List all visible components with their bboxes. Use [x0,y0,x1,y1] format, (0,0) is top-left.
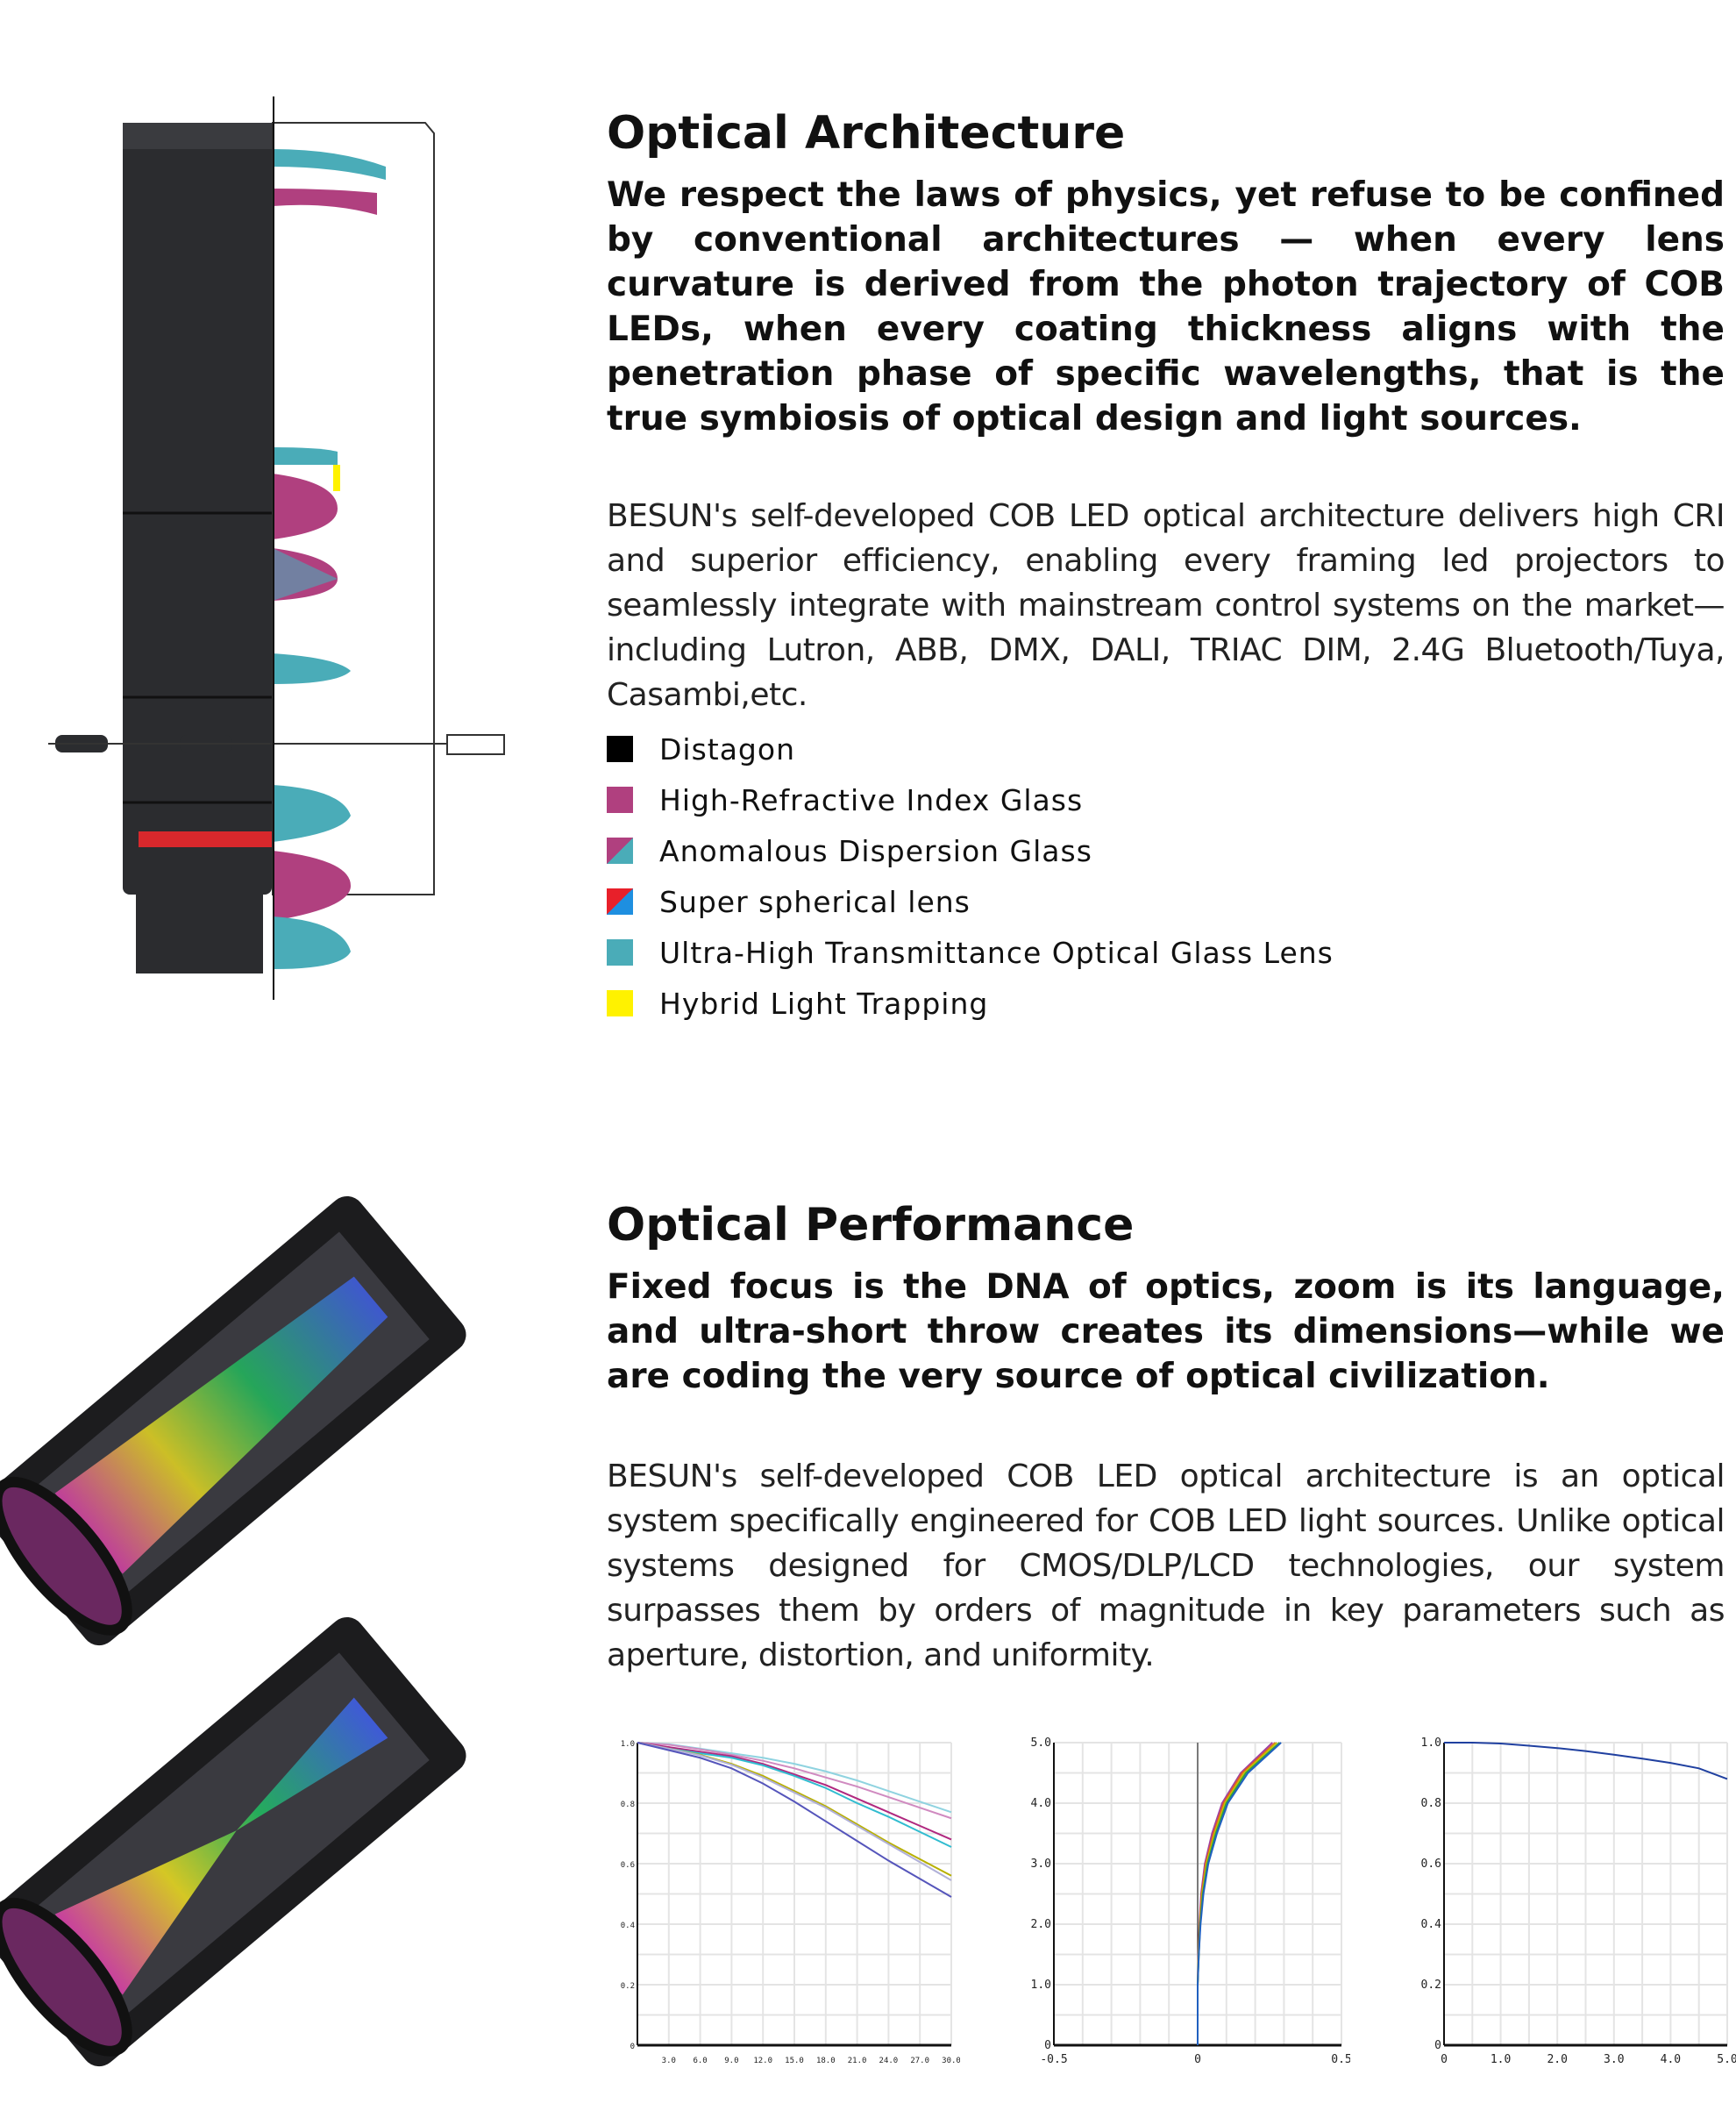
lens-cutaway-renders [0,1195,466,2067]
y-tick-label: 0.4 [1421,1918,1442,1931]
legend-label: Super spherical lens [659,884,971,919]
legend-label: Hybrid Light Trapping [659,986,989,1021]
legend-item: Ultra-High Transmittance Optical Glass L… [607,927,1334,978]
y-tick-label: 0.6 [1421,1858,1441,1871]
legend-label: High-Refractive Index Glass [659,782,1084,817]
series-line [637,1742,952,1848]
series-line [637,1742,952,1898]
x-tick-label: -0.5 [1040,2053,1067,2066]
performance-body: BESUN's self-developed COB LED optical a… [607,1458,1725,1673]
y-tick-label: 1.0 [1421,1736,1441,1750]
y-tick-label: 1.0 [621,1740,635,1749]
legend-item: Anomalous Dispersion Glass [607,825,1334,876]
relative-illumination-chart: 0 1.0 2.0 3.0 4.0 5.0 0 0.2 0.4 0.6 0.8 1.0 [1421,1736,1736,2066]
legend-item: Distagon [607,724,1334,774]
legend-swatch-icon [607,838,633,864]
series-line [1444,1742,1728,1780]
series-line [637,1742,952,1820]
x-tick-label: 3.0 [1604,2053,1624,2066]
y-tick-label: 5.0 [1031,1736,1051,1750]
legend-swatch-icon [607,990,633,1016]
x-tick-label: 1.0 [1491,2053,1511,2066]
legend-label: Distagon [659,731,795,767]
x-tick-label: 5.0 [1717,2053,1736,2066]
x-tick-label: 3.0 [662,2057,676,2065]
architecture-lead: We respect the laws of physics, yet refu… [607,175,1725,439]
y-tick-label: 2.0 [1031,1918,1051,1931]
y-tick-label: 1.0 [1031,1979,1051,1992]
x-tick-label: 4.0 [1661,2053,1681,2066]
y-tick-label: 0.8 [1421,1797,1441,1810]
y-tick-label: 0.6 [621,1861,635,1870]
legend-item: Super spherical lens [607,876,1334,927]
y-tick-label: 0.4 [621,1922,635,1930]
x-tick-label: 0.5 [1331,2053,1350,2066]
legend-swatch-icon [607,888,633,915]
x-tick-label: 15.0 [785,2057,804,2065]
legend-item: Hybrid Light Trapping [607,978,1334,1029]
legend-swatch-icon [607,736,633,762]
y-tick-label: 0.2 [1421,1979,1441,1992]
performance-lead: Fixed focus is the DNA of optics, zoom i… [607,1267,1725,1396]
x-tick-label: 30.0 [942,2057,960,2065]
x-tick-label: 27.0 [910,2057,929,2065]
y-tick-label: 3.0 [1031,1858,1051,1871]
legend-label: Ultra-High Transmittance Optical Glass L… [659,935,1334,970]
y-tick-label: 0 [630,2043,635,2051]
series-line [637,1742,952,1881]
x-tick-label: 18.0 [816,2057,836,2065]
legend-label: Anomalous Dispersion Glass [659,833,1092,868]
y-tick-label: 4.0 [1031,1797,1051,1810]
series-line [1197,1742,1282,2045]
x-tick-label: 12.0 [753,2057,772,2065]
x-tick-label: 0 [1441,2053,1448,2066]
x-tick-label: 6.0 [693,2057,707,2065]
y-tick-label: 0.8 [621,1801,635,1809]
x-tick-label: 21.0 [848,2057,867,2065]
performance-title: Optical Performance [607,1199,1135,1252]
architecture-body: BESUN's self-developed COB LED optical a… [607,498,1725,713]
y-tick-label: 0.2 [621,1982,635,1991]
y-tick-label: 0 [1434,2039,1441,2052]
series-line [637,1742,952,1841]
legend-swatch-icon [607,787,633,813]
mtf-chart: 3.0 6.0 9.0 12.0 15.0 18.0 21.0 24.0 27.0 30.0 0 0.… [621,1740,960,2065]
architecture-title: Optical Architecture [607,107,1126,160]
x-tick-label: 2.0 [1547,2053,1567,2066]
y-tick-label: 0 [1044,2039,1051,2052]
legend-item: High-Refractive Index Glass [607,774,1334,825]
lens-cross-section-diagram [48,96,505,1000]
x-tick-label: 24.0 [879,2057,899,2065]
x-tick-label: 9.0 [724,2057,738,2065]
legend-swatch-icon [607,939,633,966]
x-tick-label: 0 [1194,2053,1201,2066]
